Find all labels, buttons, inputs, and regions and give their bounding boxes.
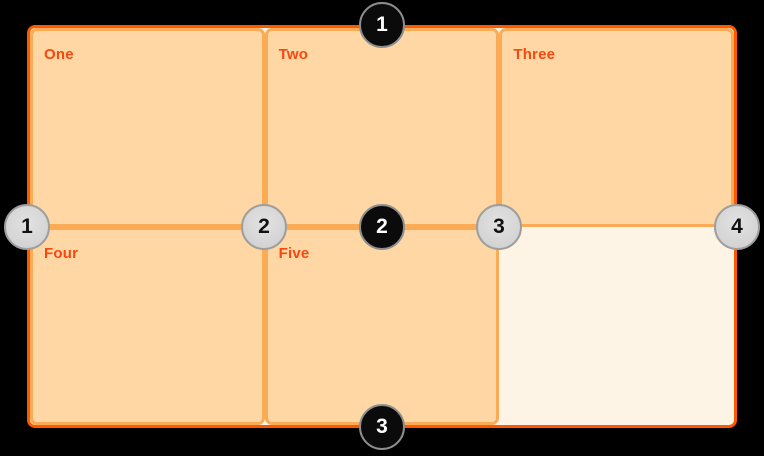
- row-line-marker-3: 3: [359, 404, 405, 450]
- grid-item-three: Three: [499, 28, 734, 227]
- column-line-marker-2: 2: [241, 204, 287, 250]
- grid-item-five: Five: [264, 226, 500, 425]
- grid-item-label: One: [44, 46, 74, 63]
- column-line-marker-3: 3: [476, 204, 522, 250]
- grid-item-label: Two: [278, 46, 309, 63]
- grid-item-four: Four: [30, 226, 265, 425]
- column-line-marker-4: 4: [714, 204, 760, 250]
- grid-container: One Two Three Four Five: [27, 25, 737, 428]
- grid-item-one: One: [30, 28, 265, 227]
- column-line-marker-1: 1: [4, 204, 50, 250]
- grid-item-two: Two: [264, 28, 500, 227]
- grid-item-label: Four: [44, 244, 79, 262]
- grid-item-label: Five: [278, 244, 310, 262]
- grid-item-label: Three: [513, 46, 556, 63]
- row-line-marker-1: 1: [359, 2, 405, 48]
- row-line-marker-2: 2: [359, 204, 405, 250]
